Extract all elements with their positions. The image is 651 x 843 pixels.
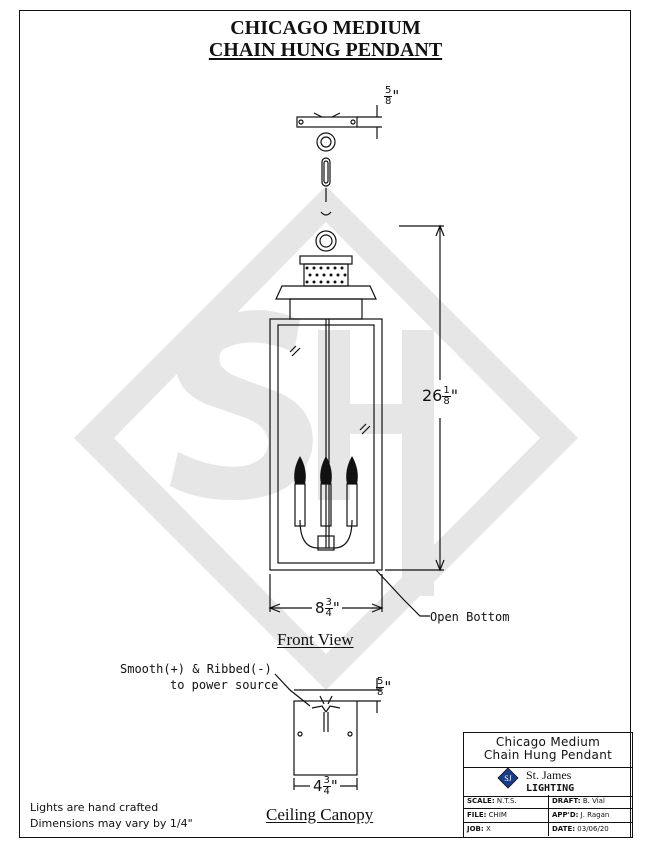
canopy-width-numerator: 3: [322, 775, 331, 787]
draft-field: DRAFT: B. Vial: [548, 795, 632, 808]
tb-row-1: SCALE: N.T.S. DRAFT: B. Vial: [464, 795, 632, 809]
file-value: CHIM: [488, 811, 507, 819]
note-line1: Lights are hand crafted: [30, 801, 159, 814]
canopy-view-title: Ceiling Canopy: [266, 805, 374, 824]
svg-text:SJ: SJ: [504, 774, 512, 783]
wire-label-line1: Smooth(+) & Ribbed(-): [120, 662, 272, 676]
width-unit: ": [332, 599, 340, 617]
height-numerator: 1: [442, 385, 451, 397]
title-block-fields: SCALE: N.T.S. DRAFT: B. Vial FILE: CHIM …: [464, 795, 632, 836]
file-label: FILE:: [467, 811, 487, 819]
date-label: DATE:: [552, 825, 576, 833]
job-value: X: [485, 825, 491, 833]
canopy-detail: [274, 673, 381, 790]
height-unit: ": [450, 386, 459, 405]
product-line2: Chain Hung Pendant: [483, 748, 613, 762]
notes: Lights are hand crafted Dimensions may v…: [30, 800, 193, 832]
scale-label: SCALE:: [467, 797, 495, 805]
canopy-width-whole: 4: [313, 777, 323, 795]
sh-watermark-logo: [74, 186, 578, 690]
width-numerator: 3: [324, 597, 333, 609]
tb-row-2: FILE: CHIM APP'D: J. Ragan: [464, 809, 632, 823]
company-name-block: St. James LIGHTING: [526, 769, 574, 795]
canopy-depth-numerator: 5: [376, 676, 385, 688]
company-name: St. James: [526, 768, 572, 782]
job-label: JOB:: [467, 825, 484, 833]
canopy-depth-unit: ": [384, 678, 392, 696]
date-field: DATE: 03/06/20: [548, 823, 632, 836]
draft-value: B. Vial: [582, 797, 605, 805]
canopy-depth-denominator: 8: [377, 687, 384, 698]
width-whole: 8: [315, 599, 325, 617]
title-block-company: St. James LIGHTING: [464, 767, 632, 797]
job-field: JOB: X: [464, 823, 548, 836]
top-dim-numerator: 5: [384, 85, 393, 97]
appd-label: APP'D:: [552, 811, 579, 819]
top-dim-denominator: 8: [385, 96, 392, 107]
canopy-width-unit: ": [330, 777, 338, 795]
draft-label: DRAFT:: [552, 797, 581, 805]
product-line1: Chicago Medium: [495, 735, 601, 749]
company-sub: LIGHTING: [526, 783, 575, 794]
drawing-title-line1: CHICAGO MEDIUM: [230, 17, 421, 39]
canopy-width-denominator: 4: [323, 786, 330, 797]
scale-field: SCALE: N.T.S.: [464, 795, 548, 808]
st-james-logo-icon: SJ: [497, 767, 519, 789]
candle-flames: [294, 266, 358, 484]
appd-field: APP'D: J. Ragan: [548, 809, 632, 822]
front-view-title: Front View: [277, 630, 354, 649]
title-block: Chicago Medium Chain Hung Pendant St. Ja…: [463, 732, 633, 838]
wire-label-line2: to power source: [170, 678, 279, 692]
height-whole: 26: [422, 386, 443, 405]
drawing-title-line2: CHAIN HUNG PENDANT: [208, 39, 443, 61]
height-denominator: 8: [443, 396, 450, 407]
scale-value: N.T.S.: [496, 797, 517, 805]
title-block-product: Chicago Medium Chain Hung Pendant: [464, 736, 632, 762]
open-bottom-label: Open Bottom: [430, 610, 510, 624]
date-value: 03/06/20: [577, 825, 609, 833]
top-dim-unit: ": [392, 87, 400, 105]
front-view-fixture: [268, 105, 445, 617]
drawing-border: [19, 10, 631, 838]
file-field: FILE: CHIM: [464, 809, 548, 822]
appd-value: J. Ragan: [580, 811, 610, 819]
tb-row-3: JOB: X DATE: 03/06/20: [464, 823, 632, 836]
width-denominator: 4: [325, 608, 332, 619]
note-line2: Dimensions may vary by 1/4": [30, 817, 193, 830]
